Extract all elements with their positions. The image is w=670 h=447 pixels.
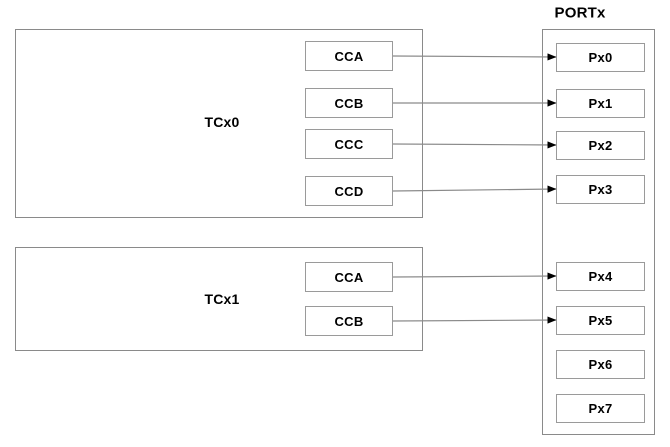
timer-block-label-tcx1: TCx1 [204, 291, 240, 307]
port-pin-px1: Px1 [556, 89, 645, 118]
capture-compare-cell-tcx0-ccd: CCD [305, 176, 393, 206]
capture-compare-cell-tcx1-cca: CCA [305, 262, 393, 292]
port-pin-px0: Px0 [556, 43, 645, 72]
capture-compare-cell-tcx0-ccc: CCC [305, 129, 393, 159]
port-pin-px5: Px5 [556, 306, 645, 335]
port-pin-px3: Px3 [556, 175, 645, 204]
capture-compare-cell-tcx0-cca: CCA [305, 41, 393, 71]
timer-block-tcx1 [15, 247, 423, 351]
port-pin-px7: Px7 [556, 394, 645, 423]
capture-compare-cell-tcx0-ccb: CCB [305, 88, 393, 118]
capture-compare-cell-tcx1-ccb: CCB [305, 306, 393, 336]
port-title: PORTx [554, 4, 606, 22]
timer-block-label-tcx0: TCx0 [204, 114, 240, 130]
port-pin-px2: Px2 [556, 131, 645, 160]
timer-block-tcx0 [15, 29, 423, 218]
port-pin-px6: Px6 [556, 350, 645, 379]
port-block [542, 29, 655, 435]
port-pin-px4: Px4 [556, 262, 645, 291]
